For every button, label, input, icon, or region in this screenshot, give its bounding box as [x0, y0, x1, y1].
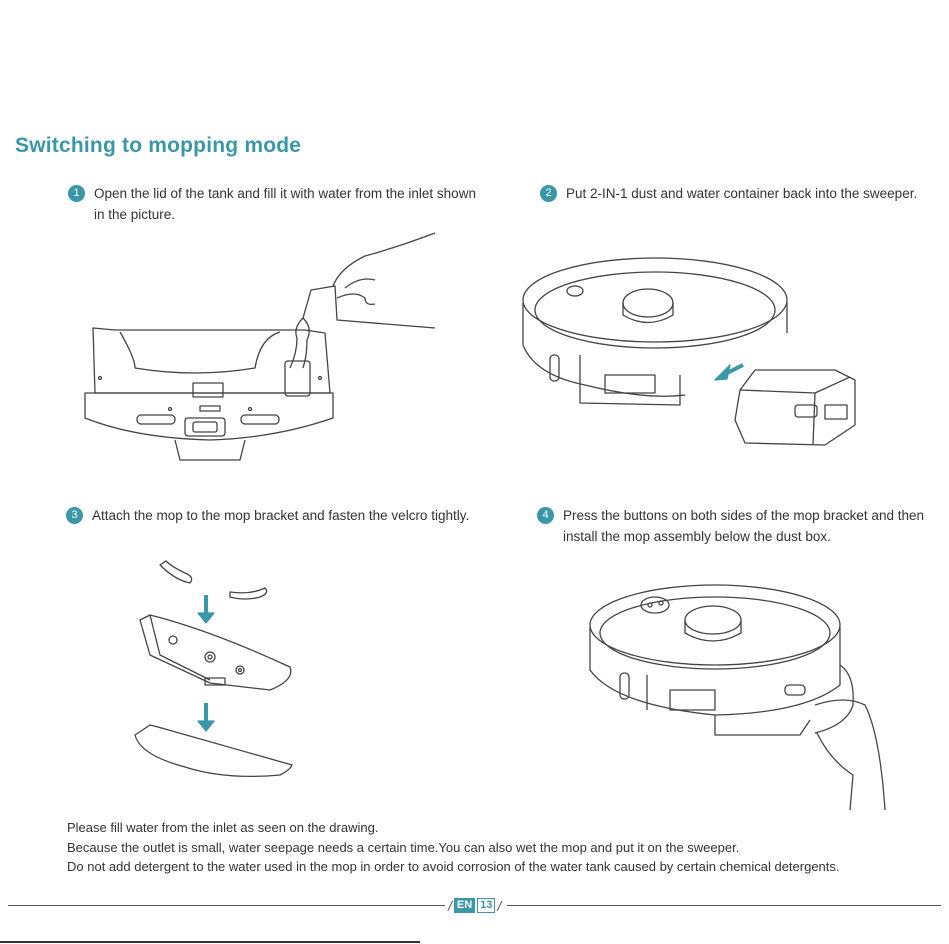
page-number: 13	[477, 898, 496, 913]
step-text: Attach the mop to the mop bracket and fa…	[92, 508, 470, 523]
slash-glyph: /	[497, 897, 502, 914]
page-badge: / EN 13 /	[448, 897, 501, 914]
language-label: EN	[453, 898, 476, 913]
step-number-badge: 4	[537, 507, 554, 524]
water-tank-illustration	[84, 232, 436, 461]
footer-divider-left	[8, 905, 445, 906]
page-title: Switching to mopping mode	[15, 134, 302, 157]
notes: Please fill water from the inlet as seen…	[67, 818, 937, 877]
step-2: 2 Put 2-IN-1 dust and water container ba…	[540, 183, 949, 204]
step-text: Open the lid of the tank and fill it wit…	[94, 186, 476, 222]
step-4: 4 Press the buttons on both sides of the…	[537, 505, 937, 547]
step-text: Put 2-IN-1 dust and water container back…	[566, 186, 918, 201]
mop-attach-illustration	[134, 560, 293, 778]
step-1: 1 Open the lid of the tank and fill it w…	[68, 183, 488, 225]
note-line: Please fill water from the inlet as seen…	[67, 820, 379, 835]
note-line: Because the outlet is small, water seepa…	[67, 839, 740, 855]
bottom-edge-line	[0, 941, 420, 943]
step-number-badge: 1	[68, 185, 85, 202]
step-3: 3 Attach the mop to the mop bracket and …	[66, 505, 506, 526]
step-number-badge: 3	[66, 507, 83, 524]
footer-divider-right	[507, 905, 941, 906]
robot-install-mop-illustration	[589, 584, 886, 811]
robot-insert-container-illustration	[522, 257, 856, 446]
step-number-badge: 2	[540, 185, 557, 202]
step-text: Press the buttons on both sides of the m…	[563, 508, 924, 544]
slash-glyph: /	[448, 897, 452, 914]
note-line: Do not add detergent to the water used i…	[67, 859, 840, 874]
